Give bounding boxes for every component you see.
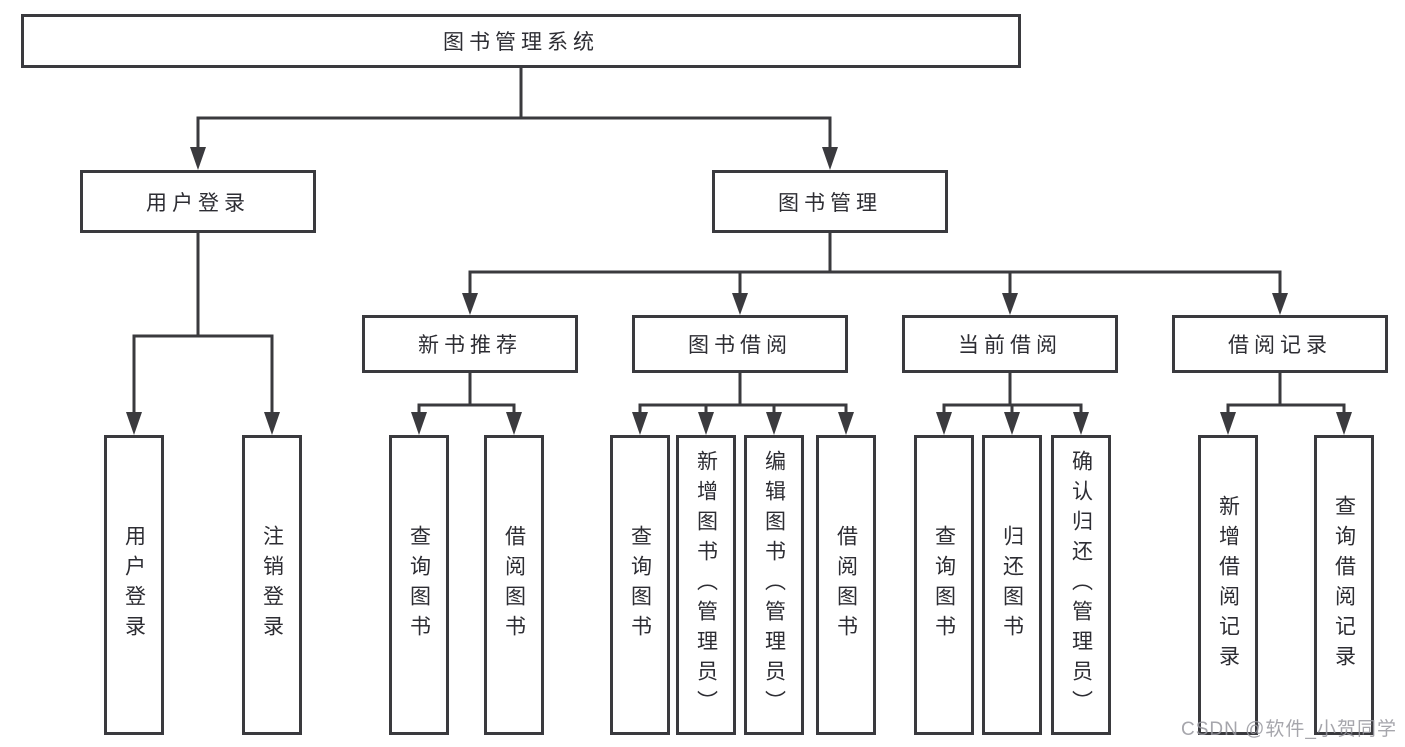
leaf-label: 借阅图书 — [834, 525, 858, 645]
node-current-borrowing: 当前借阅 — [902, 315, 1118, 373]
leaf-label: 新增图书（管理员） — [694, 450, 718, 720]
node-book-borrowing: 图书借阅 — [632, 315, 848, 373]
leaf-label: 确认归还（管理员） — [1069, 450, 1093, 720]
leaf-add-borrow-record: 新增借阅记录 — [1198, 435, 1258, 735]
leaf-return-books: 归还图书 — [982, 435, 1042, 735]
leaf-label: 归还图书 — [1000, 525, 1024, 645]
leaf-label: 用户登录 — [122, 525, 146, 645]
leaf-label: 借阅图书 — [502, 525, 526, 645]
node-borrowing-records: 借阅记录 — [1172, 315, 1388, 373]
leaf-borrow-books-1: 借阅图书 — [484, 435, 544, 735]
leaf-label: 新增借阅记录 — [1216, 495, 1240, 675]
leaf-label: 查询图书 — [932, 525, 956, 645]
leaf-confirm-return-admin: 确认归还（管理员） — [1051, 435, 1111, 735]
leaf-add-books-admin: 新增图书（管理员） — [676, 435, 736, 735]
node-library-management-system: 图书管理系统 — [21, 14, 1021, 68]
leaf-query-books-1: 查询图书 — [389, 435, 449, 735]
leaf-label: 查询借阅记录 — [1332, 495, 1356, 675]
leaf-label: 查询图书 — [628, 525, 652, 645]
leaf-logout: 注销登录 — [242, 435, 302, 735]
leaf-edit-books-admin: 编辑图书（管理员） — [744, 435, 804, 735]
node-new-book-recommendation: 新书推荐 — [362, 315, 578, 373]
node-user-login: 用户登录 — [80, 170, 316, 233]
leaf-query-borrow-record: 查询借阅记录 — [1314, 435, 1374, 735]
leaf-borrow-books-2: 借阅图书 — [816, 435, 876, 735]
leaf-user-login: 用户登录 — [104, 435, 164, 735]
leaf-query-books-2: 查询图书 — [610, 435, 670, 735]
leaf-label: 编辑图书（管理员） — [762, 450, 786, 720]
leaf-label: 查询图书 — [407, 525, 431, 645]
node-book-management: 图书管理 — [712, 170, 948, 233]
leaf-label: 注销登录 — [260, 525, 284, 645]
watermark: CSDN @软件_小贺同学 — [1181, 719, 1397, 740]
leaf-query-books-3: 查询图书 — [914, 435, 974, 735]
arrowheads — [126, 147, 1352, 435]
